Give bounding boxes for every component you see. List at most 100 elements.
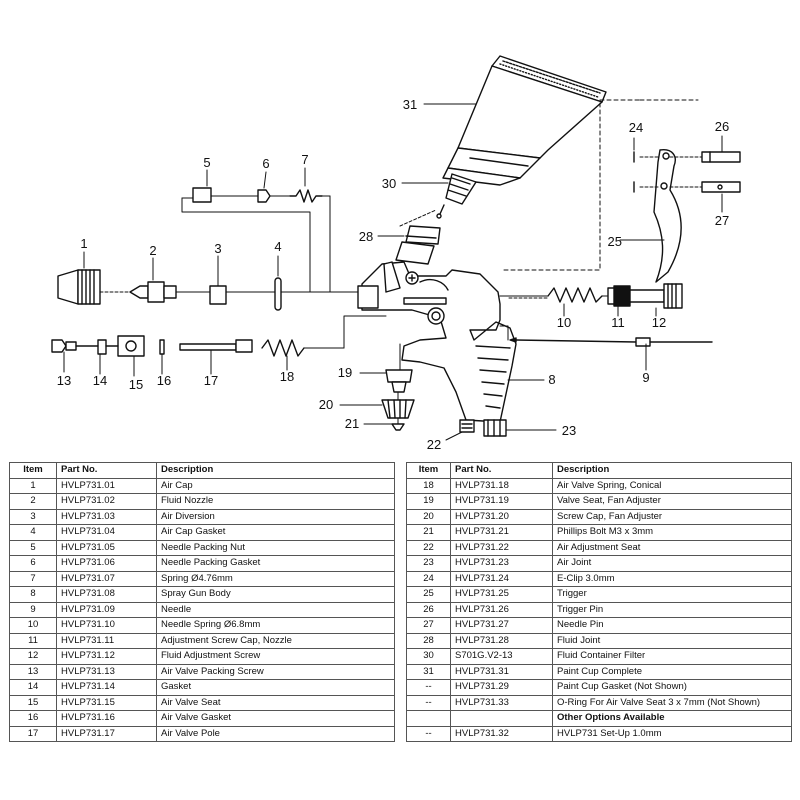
description-cell: Paint Cup Gasket (Not Shown)	[552, 679, 792, 696]
part-no-cell: HVLP731.05	[56, 539, 157, 556]
part-gasket-14	[75, 339, 107, 355]
part-trigger	[653, 149, 682, 283]
part-needle-spring	[547, 287, 603, 303]
item-cell: 4	[9, 524, 57, 541]
item-cell: --	[406, 679, 451, 696]
callout-28: 28	[359, 229, 373, 244]
part-no-cell: HVLP731.08	[56, 586, 157, 603]
part-no-cell: HVLP731.11	[56, 632, 157, 649]
part-no-cell: S701G.V2-13	[450, 648, 553, 665]
callout-17: 17	[204, 373, 218, 388]
gun-body	[357, 261, 517, 423]
description-cell: Fluid Adjustment Screw	[156, 648, 395, 665]
description-cell: Fluid Nozzle	[156, 493, 395, 510]
item-cell: 8	[9, 586, 57, 603]
part-no-cell: HVLP731.04	[56, 524, 157, 541]
description-cell: Trigger	[552, 586, 792, 603]
callout-13: 13	[57, 373, 71, 388]
description-cell: Valve Seat, Fan Adjuster	[552, 493, 792, 510]
description-cell: Screw Cap, Fan Adjuster	[552, 508, 792, 525]
description-cell: Air Cap Gasket	[156, 524, 395, 541]
part-phillips-bolt	[391, 423, 405, 431]
part-no-cell: HVLP731.22	[450, 539, 553, 556]
description-cell: Trigger Pin	[552, 601, 792, 618]
callout-31: 31	[403, 97, 417, 112]
callout-7: 7	[301, 152, 308, 167]
callout-16: 16	[157, 373, 171, 388]
part-screw-cap-fan	[381, 399, 415, 419]
callout-30: 30	[382, 176, 396, 191]
callout-4: 4	[274, 239, 281, 254]
part-adjust-screw-cap	[607, 285, 631, 307]
table-header: Item Part No. Description	[9, 462, 395, 479]
part-no-cell: HVLP731.27	[450, 617, 553, 634]
item-cell: 2	[9, 493, 57, 510]
description-cell: O-Ring For Air Valve Seat 3 x 7mm (Not S…	[552, 694, 792, 711]
item-cell: 19	[406, 493, 451, 510]
header-part-no: Part No.	[450, 462, 553, 479]
callout-26: 26	[715, 119, 729, 134]
callout-12: 12	[652, 315, 666, 330]
part-fluid-adjust-screw	[629, 283, 683, 309]
callout-9: 9	[642, 370, 649, 385]
callout-14: 14	[93, 373, 107, 388]
part-no-cell: HVLP731.20	[450, 508, 553, 525]
item-cell: 22	[406, 539, 451, 556]
callout-3: 3	[214, 241, 221, 256]
item-cell: 6	[9, 555, 57, 572]
description-cell: Fluid Joint	[552, 632, 792, 649]
part-no-cell: HVLP731.13	[56, 663, 157, 680]
description-cell: Air Adjustment Seat	[552, 539, 792, 556]
item-cell: 27	[406, 617, 451, 634]
description-cell: Needle	[156, 601, 395, 618]
callout-8: 8	[548, 372, 555, 387]
header-description: Description	[552, 462, 792, 479]
item-cell: 24	[406, 570, 451, 587]
table-header: Item Part No. Description	[406, 462, 792, 479]
item-cell: 18	[406, 477, 451, 494]
callout-22: 22	[427, 437, 441, 452]
description-cell: Needle Packing Gasket	[156, 555, 395, 572]
callout-15: 15	[129, 377, 143, 392]
item-cell: --	[406, 725, 451, 742]
part-no-cell	[450, 710, 553, 727]
part-no-cell: HVLP731.32	[450, 725, 553, 742]
header-part-no: Part No.	[56, 462, 157, 479]
paint-cup	[442, 55, 607, 186]
item-cell: 3	[9, 508, 57, 525]
part-air-valve-packing-screw	[51, 339, 77, 353]
part-no-cell: HVLP731.24	[450, 570, 553, 587]
description-cell: HVLP731 Set-Up 1.0mm	[552, 725, 792, 742]
item-cell: 30	[406, 648, 451, 665]
part-no-cell: HVLP731.23	[450, 555, 553, 572]
part-valve-seat-fan	[385, 369, 413, 393]
callout-11: 11	[611, 315, 625, 330]
description-cell: Air Joint	[552, 555, 792, 572]
callout-6: 6	[262, 156, 269, 171]
part-air-valve-gasket	[159, 339, 165, 355]
item-cell: 28	[406, 632, 451, 649]
part-no-cell: HVLP731.10	[56, 617, 157, 634]
description-cell: Air Valve Seat	[156, 694, 395, 711]
description-cell: E-Clip 3.0mm	[552, 570, 792, 587]
callout-19: 19	[338, 365, 352, 380]
item-cell: 16	[9, 710, 57, 727]
part-air-valve-pole	[179, 339, 253, 353]
part-no-cell: HVLP731.28	[450, 632, 553, 649]
description-cell: Needle Packing Nut	[156, 539, 395, 556]
callout-27: 27	[715, 213, 729, 228]
part-no-cell: HVLP731.26	[450, 601, 553, 618]
